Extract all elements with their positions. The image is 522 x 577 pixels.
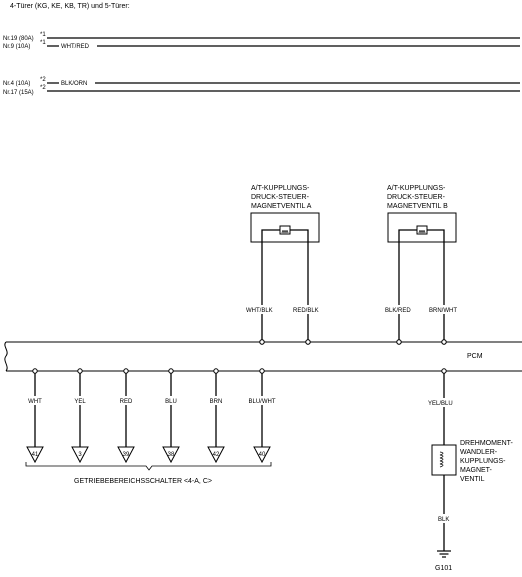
ground-label: G101 bbox=[435, 565, 452, 572]
tcc-label-line-5: VENTIL bbox=[460, 476, 485, 483]
pcm-pin-blk-red-cap bbox=[396, 339, 402, 345]
pcm-pin-wht-blk-cap bbox=[259, 339, 265, 345]
wire-label-bg bbox=[26, 396, 44, 405]
pcm-pin-brn-wht-cap bbox=[441, 339, 447, 345]
solenoid-a-label-line-2: DRUCK-STEUER- bbox=[251, 194, 310, 201]
switch-pin-number: 41 bbox=[32, 452, 39, 458]
switch-pin-number: 40 bbox=[259, 452, 266, 458]
pcm-pin bbox=[168, 368, 174, 374]
solenoid-valve-b: A/T-KUPPLUNGS- DRUCK-STEUER- MAGNETVENTI… bbox=[383, 185, 465, 345]
tcc-coil-icon bbox=[439, 451, 444, 468]
wire-label-bg bbox=[244, 305, 282, 314]
wire-label-bg bbox=[59, 42, 97, 50]
solenoid-b-label-line-1: A/T-KUPPLUNGS- bbox=[387, 185, 446, 192]
fuse-label-17: Nr.17 (15A) bbox=[3, 90, 34, 96]
connector-terminal-icon bbox=[26, 446, 44, 464]
wire-label-blk-red: BLK/RED bbox=[385, 308, 411, 314]
tcc-label-line-4: MAGNET- bbox=[460, 467, 493, 474]
wire-label-bg bbox=[426, 398, 464, 407]
diagram-title: 4-Türer (KG, KE, KB, TR) und 5-Türer: bbox=[10, 3, 130, 10]
wire-label-wht-red: WHT/RED bbox=[61, 44, 90, 50]
tcc-solenoid-box bbox=[431, 444, 457, 476]
switch-pin-number: 42 bbox=[213, 452, 220, 458]
wire-label-bg bbox=[383, 305, 417, 314]
wire-label-bg bbox=[207, 396, 225, 405]
solenoid-b-coil-winding bbox=[418, 230, 426, 234]
connector-terminal-icon bbox=[253, 446, 271, 464]
solenoid-a-label-line-1: A/T-KUPPLUNGS- bbox=[251, 185, 310, 192]
pcm-pin bbox=[32, 368, 38, 374]
pcm-pin-yel-blu bbox=[441, 368, 447, 374]
wire-label-bg bbox=[71, 396, 89, 405]
pcm-label: PCM bbox=[467, 353, 483, 360]
wire-label-bg bbox=[59, 79, 95, 87]
fuse-ref-4: *2 bbox=[40, 77, 46, 83]
solenoid-a-coil-winding bbox=[281, 230, 289, 234]
connector-terminal-icon bbox=[162, 446, 180, 464]
tcc-label-line-3: KUPPLUNGS- bbox=[460, 458, 506, 465]
wire-label-bg bbox=[162, 396, 180, 405]
fuse-label-19: Nr.19 (80A) bbox=[3, 36, 34, 42]
range-switch-wires: WHT 41 YEL 3 RED 39 BLU 38 BRN 42 BLU/WHT 40 bbox=[26, 368, 280, 464]
fuse-ref-19: *1 bbox=[40, 32, 46, 38]
wire-label-bg bbox=[117, 396, 135, 405]
fuse-group-1: Nr.19 (80A) *1 Nr.9 (10A) *1 WHT/RED bbox=[3, 32, 520, 50]
wire-label-bg bbox=[427, 305, 465, 314]
fuse-ref-9: *1 bbox=[40, 40, 46, 46]
connector-terminal-icon bbox=[117, 446, 135, 464]
fuse-ref-17: *2 bbox=[40, 85, 46, 91]
switch-pin-number: 3 bbox=[78, 452, 82, 458]
switch-wire-color-label: BLU bbox=[165, 399, 177, 405]
solenoid-b-wire-left bbox=[398, 229, 417, 342]
pcm-pin-red-blk-cap bbox=[305, 339, 311, 345]
switch-wire-color-label: RED bbox=[120, 399, 133, 405]
switch-wire-color-label: YEL bbox=[74, 399, 86, 405]
wire-label-wht-blk: WHT/BLK bbox=[246, 308, 273, 314]
solenoid-a-wire-left bbox=[261, 229, 280, 342]
wire-label-bg bbox=[291, 305, 325, 314]
fuse-label-4: Nr.4 (10A) bbox=[3, 81, 30, 87]
solenoid-b-box bbox=[387, 212, 457, 243]
solenoid-a-label-line-3: MAGNETVENTIL A bbox=[251, 203, 312, 210]
solenoid-a-box bbox=[250, 212, 320, 243]
pcm-pin bbox=[259, 368, 265, 374]
tcc-label-line-2: WANDLER- bbox=[460, 449, 498, 456]
switch-wire-color-label: BLU/WHT bbox=[249, 399, 276, 405]
ground-icon bbox=[437, 550, 451, 558]
pcm-break-mark bbox=[4, 341, 8, 372]
fuse-label-9: Nr.9 (10A) bbox=[3, 44, 30, 50]
wire-label-red-blk: RED/BLK bbox=[293, 308, 319, 314]
pcm-block: PCM bbox=[4, 339, 522, 372]
pcm-pin bbox=[213, 368, 219, 374]
switch-pin-number: 38 bbox=[168, 452, 175, 458]
wire-label-bg bbox=[436, 514, 452, 523]
solenoid-valve-a: A/T-KUPPLUNGS- DRUCK-STEUER- MAGNETVENTI… bbox=[244, 185, 325, 345]
solenoid-a-wire-right bbox=[290, 229, 309, 342]
switch-group-bracket bbox=[25, 462, 272, 471]
wire-label-blk: BLK bbox=[438, 517, 449, 523]
wire-label-blk-orn: BLK/ORN bbox=[61, 81, 87, 87]
pcm-pin bbox=[77, 368, 83, 374]
solenoid-b-label-line-3: MAGNETVENTIL B bbox=[387, 203, 448, 210]
connector-terminal-icon bbox=[71, 446, 89, 464]
wire-label-bg bbox=[244, 396, 280, 405]
solenoid-a-coil-icon bbox=[279, 225, 291, 235]
pcm-pin bbox=[123, 368, 129, 374]
wire-label-yel-blu: YEL/BLU bbox=[428, 401, 453, 407]
switch-wire-color-label: WHT bbox=[28, 399, 42, 405]
switch-pin-number: 39 bbox=[123, 452, 130, 458]
solenoid-b-wire-right bbox=[427, 229, 445, 342]
switch-wire-color-label: BRN bbox=[210, 399, 223, 405]
fuse-group-2: Nr.4 (10A) *2 Nr.17 (15A) *2 BLK/ORN bbox=[3, 77, 520, 96]
solenoid-b-label-line-2: DRUCK-STEUER- bbox=[387, 194, 446, 201]
switch-group-label: GETRIEBEBEREICHSSCHALTER <4-A, C> bbox=[74, 478, 212, 485]
solenoid-b-coil-icon bbox=[416, 225, 428, 235]
connector-terminal-icon bbox=[207, 446, 225, 464]
tcc-label-line-1: DREHMOMENT- bbox=[460, 440, 514, 447]
torque-converter-solenoid: YEL/BLU DREHMOMENT- WANDLER- KUPPLUNGS- … bbox=[426, 368, 514, 572]
wire-label-brn-wht: BRN/WHT bbox=[429, 308, 457, 314]
